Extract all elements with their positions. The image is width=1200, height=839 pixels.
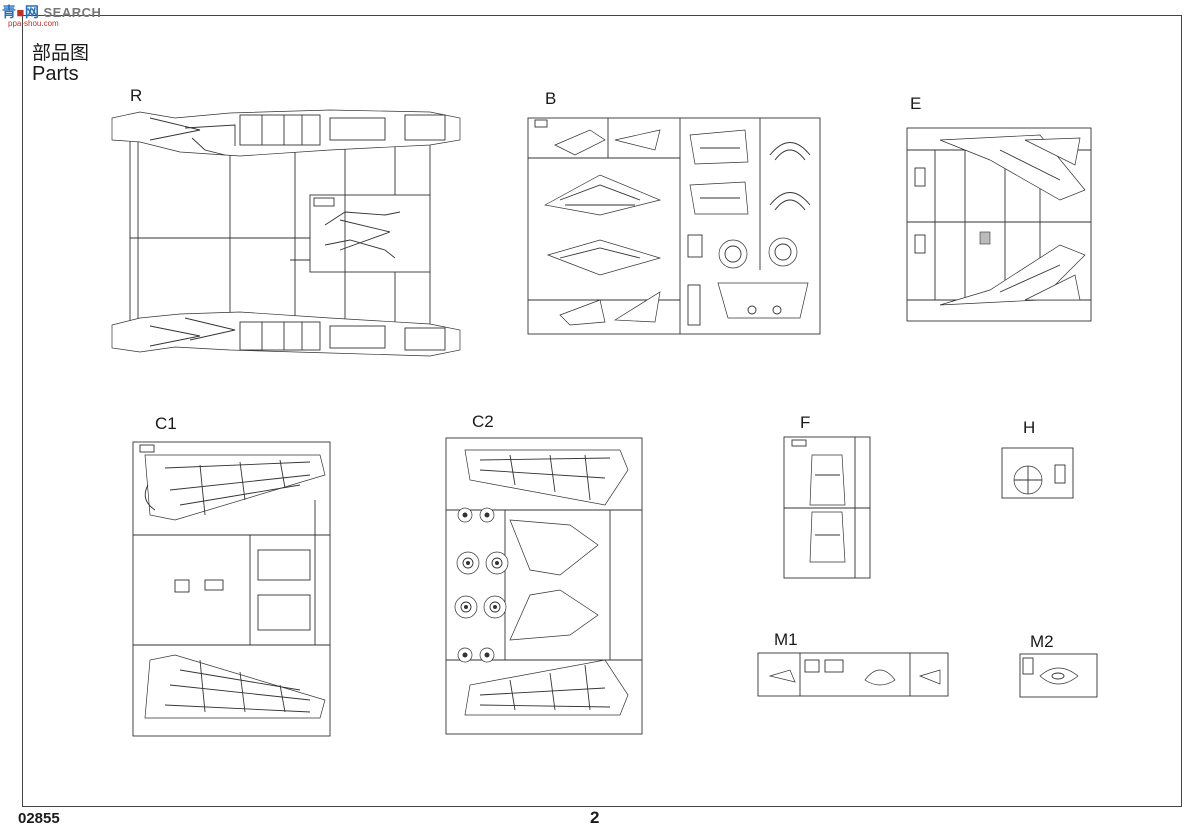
sprue-r-drawing xyxy=(111,109,461,357)
sprue-label-c1: C1 xyxy=(155,414,177,433)
sprue-label-r: R xyxy=(130,86,143,105)
watermark-logo: 青■网 SEARCH ppa-shou.com xyxy=(2,4,102,28)
sprue-label-f: F xyxy=(800,413,811,432)
page-title-chinese: 部品图 xyxy=(32,42,90,64)
page-title-english: Parts xyxy=(32,63,79,85)
product-code: 02855 xyxy=(18,810,60,827)
sprue-label-c2: C2 xyxy=(472,412,494,431)
sprue-label-h: H xyxy=(1023,418,1036,437)
page-number: 2 xyxy=(590,808,600,827)
sprue-b-drawing xyxy=(527,117,821,335)
sprue-label-m1: M1 xyxy=(774,630,798,649)
sprue-e-drawing xyxy=(906,127,1092,322)
sprue-f-drawing xyxy=(783,436,871,579)
sprue-c1-drawing xyxy=(132,441,331,737)
page-frame xyxy=(22,15,1182,807)
sprue-m2-drawing xyxy=(1019,653,1098,698)
sprue-label-b: B xyxy=(545,89,557,108)
sprue-label-m2: M2 xyxy=(1030,632,1054,651)
sprue-m1-drawing xyxy=(757,652,949,697)
sprue-h-drawing xyxy=(1001,447,1074,499)
sprue-c2-drawing xyxy=(445,437,643,735)
sprue-label-e: E xyxy=(910,94,922,113)
